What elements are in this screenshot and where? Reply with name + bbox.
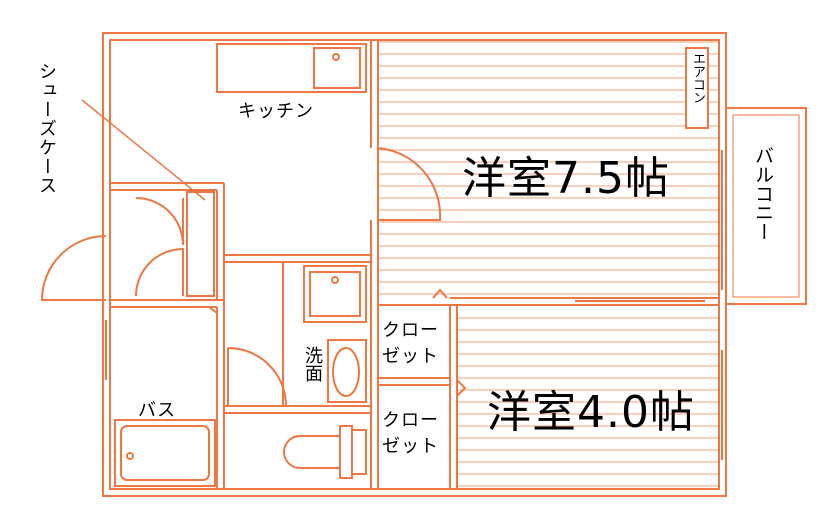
bath-label: バス bbox=[138, 400, 176, 421]
closet-2-label: クロー ゼット bbox=[382, 408, 439, 460]
shoe-case-leader bbox=[81, 99, 206, 201]
closet-1-line1: クロー bbox=[382, 320, 439, 341]
balcony-outline bbox=[725, 107, 807, 305]
door-swings bbox=[40, 147, 467, 407]
room-second-floor bbox=[458, 312, 718, 488]
aircon-label: エアコン bbox=[690, 52, 705, 104]
closet-2-line2: ゼット bbox=[382, 436, 439, 457]
shoe-case-label: シューズケース bbox=[36, 62, 57, 195]
washroom-sink bbox=[303, 265, 367, 403]
aircon-unit bbox=[685, 47, 709, 129]
room-main-label: 洋室7.5帖 bbox=[462, 153, 670, 204]
shoe-case-text: シューズケース bbox=[36, 62, 57, 195]
kitchen-counter bbox=[216, 43, 367, 93]
washroom-label: 洗面 bbox=[302, 346, 323, 382]
window-marks bbox=[105, 150, 723, 460]
closet-1-line2: ゼット bbox=[382, 346, 439, 367]
room-main-floor bbox=[378, 40, 718, 298]
bathtub bbox=[114, 419, 216, 487]
kitchen-label: キッチン bbox=[238, 101, 314, 122]
room-second-label: 洋室4.0帖 bbox=[487, 387, 695, 438]
balcony-label: バルコニー bbox=[752, 146, 774, 241]
closet-1-label: クロー ゼット bbox=[382, 318, 439, 370]
toilet bbox=[283, 425, 367, 479]
closet-2-line1: クロー bbox=[382, 410, 439, 431]
